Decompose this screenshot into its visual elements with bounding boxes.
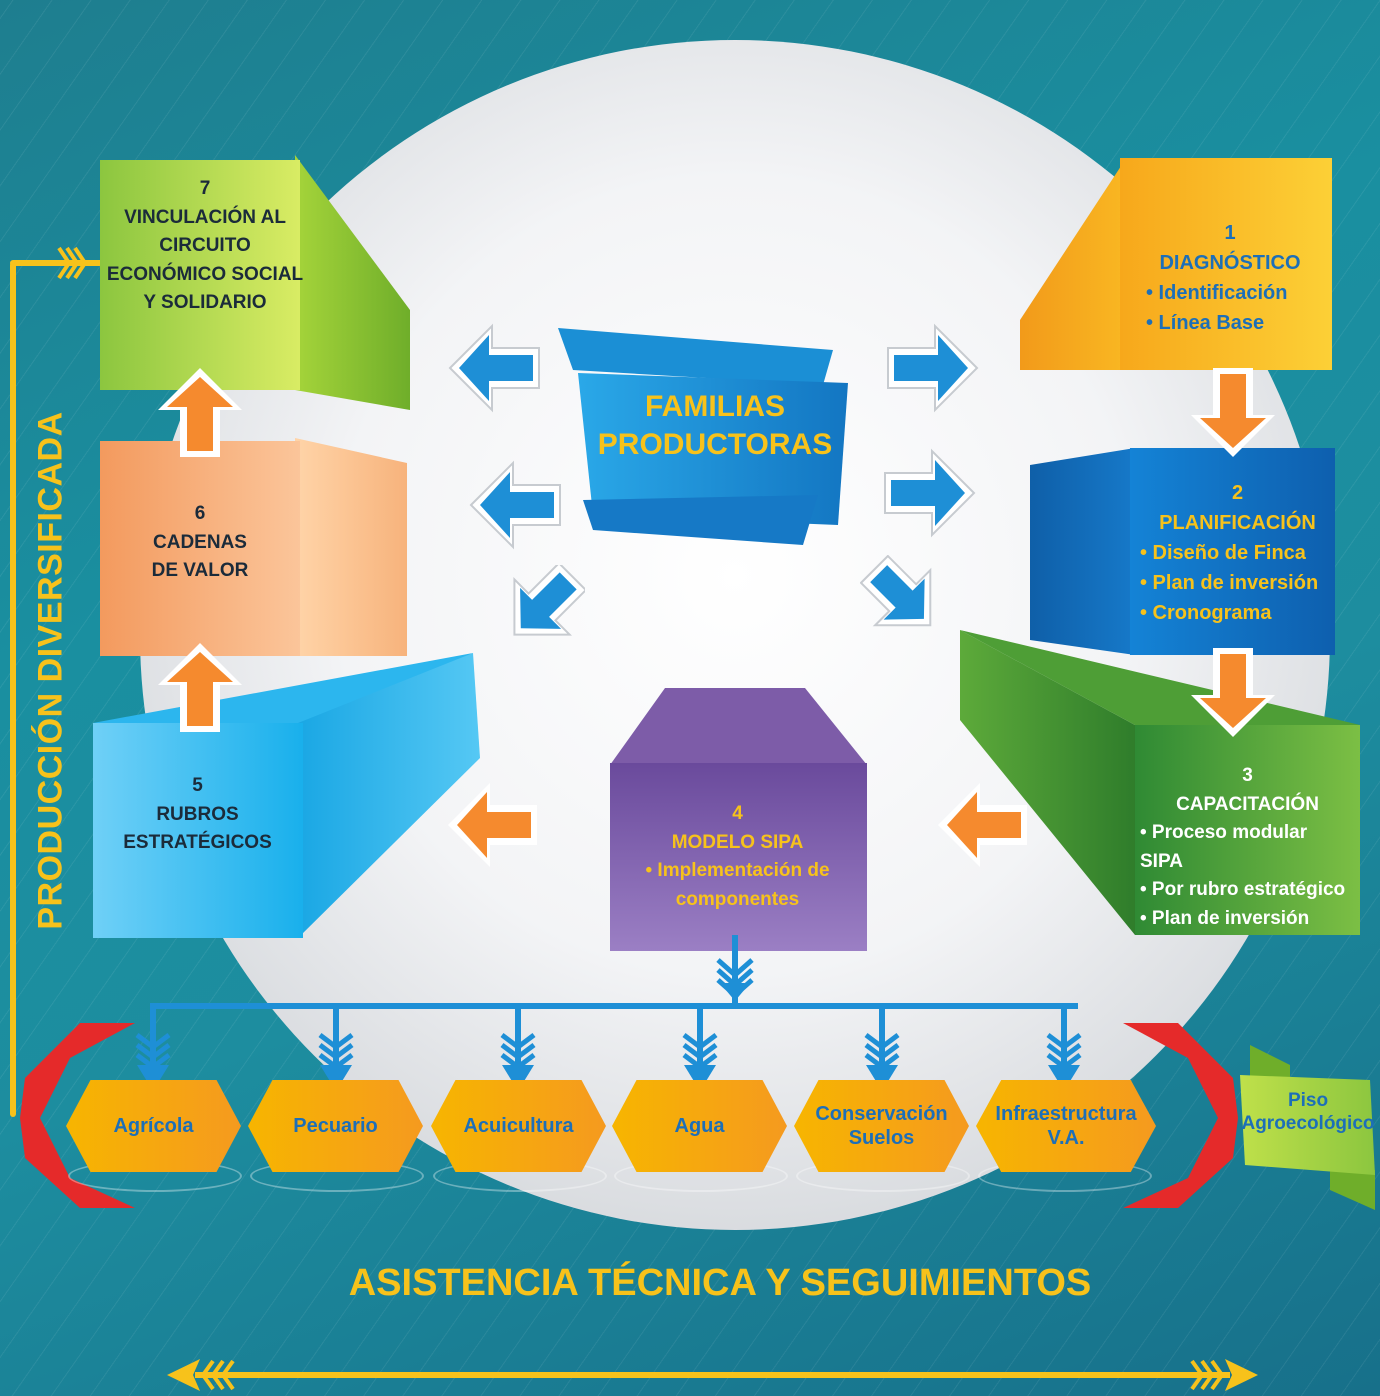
step5-number: 5: [192, 775, 203, 796]
component-label: Acuicultura: [463, 1115, 574, 1137]
step5-line: ESTRATÉGICOS: [123, 832, 272, 853]
component-conservacion-suelos: Conservación Suelos: [794, 1080, 969, 1172]
step2-text: 2 PLANIFICACIÓN • Diseño de Finca • Plan…: [1140, 478, 1335, 628]
step1-item: • Identificación: [1146, 282, 1288, 304]
component-label: Infraestructura V.A.: [995, 1103, 1137, 1149]
step2-item: • Plan de inversión: [1140, 572, 1319, 594]
step7-number: 7: [199, 178, 211, 199]
component-label: Conservación Suelos: [815, 1103, 948, 1149]
component-pecuario: Pecuario: [248, 1080, 423, 1172]
step1-title: DIAGNÓSTICO: [1159, 252, 1301, 274]
arrow-right-to-2-icon: [884, 448, 976, 538]
step2-title: PLANIFICACIÓN: [1159, 512, 1316, 534]
branch-arrow-icon: [500, 1003, 536, 1091]
component-agricola: Agrícola: [66, 1080, 241, 1172]
step1-box: [1020, 158, 1332, 370]
step3-number: 3: [1242, 765, 1253, 786]
side-label-text: PRODUCCIÓN DIVERSIFICADA: [31, 410, 70, 930]
center-title-line2: PRODUCTORAS: [597, 427, 833, 461]
step4-title: MODELO SIPA: [671, 831, 804, 853]
step3-item: • Proceso modular SIPA: [1140, 822, 1308, 872]
bottom-double-arrow-icon: [167, 1359, 1258, 1391]
branch-arrow-icon: [682, 1003, 718, 1091]
step1-item: • Línea Base: [1146, 312, 1265, 334]
step3-item: • Plan de inversión: [1140, 907, 1310, 929]
step1-number: 1: [1224, 222, 1236, 244]
branch-arrow-icon: [864, 1003, 900, 1091]
arrow-left-4-to-5-icon: [448, 783, 537, 867]
step3-box: [960, 630, 1360, 935]
step6-number: 6: [194, 503, 206, 524]
branch-arrow-icon: [318, 1003, 354, 1091]
step7-box: [100, 155, 410, 410]
step7-line: VINCULACIÓN AL: [124, 206, 286, 228]
floor-ribbon-line2: Agroecológico: [1241, 1112, 1375, 1134]
floor-ribbon-text: Piso Agroecológico: [1238, 1090, 1378, 1136]
step5-box: [93, 653, 480, 938]
center-title: FAMILIAS PRODUCTORAS: [590, 388, 840, 463]
floor-ribbon-line1: Piso: [1287, 1090, 1329, 1111]
step4-item: • Implementación de: [645, 860, 830, 881]
arrow-down-2-to-3-icon: [1191, 648, 1275, 737]
step5-text: 5 RUBROS ESTRATÉGICOS: [95, 772, 300, 858]
step2-item: • Diseño de Finca: [1140, 542, 1306, 564]
arrow-left-to-7-icon: [448, 323, 540, 413]
step2-item: • Cronograma: [1140, 602, 1272, 624]
side-label: PRODUCCIÓN DIVERSIFICADA: [28, 411, 74, 929]
step2-box: [1030, 448, 1335, 655]
left-connector-top: [10, 260, 110, 266]
floor-ribbon: [1240, 1045, 1375, 1210]
component-agua: Agua: [612, 1080, 787, 1172]
arrow-down-left-to-5-icon: [513, 565, 585, 636]
step6-text: 6 CADENAS DE VALOR: [100, 500, 300, 586]
left-red-bracket: [20, 1023, 135, 1208]
component-label: Pecuario: [293, 1115, 378, 1137]
right-red-bracket: [1123, 1023, 1238, 1208]
component-acuicultura: Acuicultura: [431, 1080, 606, 1172]
step2-number: 2: [1231, 482, 1244, 504]
step7-line: CIRCUITO: [159, 235, 251, 256]
arrow-up-6-to-7-icon: [158, 368, 242, 457]
step3-title: CAPACITACIÓN: [1176, 793, 1319, 815]
bottom-label: ASISTENCIA TÉCNICA Y SEGUIMIENTOS: [348, 1262, 1092, 1304]
step7-line: ECONÓMICO SOCIAL: [106, 263, 304, 285]
distribution-tree: [153, 935, 1078, 1009]
component-label: Agua: [674, 1115, 725, 1137]
step6-line: CADENAS: [153, 531, 247, 553]
step4-number: 4: [732, 803, 743, 824]
step5-line: RUBROS: [156, 803, 239, 825]
step4-text: 4 MODELO SIPA • Implementación de compon…: [615, 800, 860, 914]
step6-box: [100, 438, 407, 656]
left-connector-line: [10, 262, 16, 1117]
component-label: Agrícola: [113, 1115, 194, 1137]
arrow-right-to-1-icon: [887, 323, 979, 413]
step3-item: • Por rubro estratégico: [1140, 879, 1346, 900]
arrow-down-right-to-3-icon: [860, 555, 932, 627]
center-title-line1: FAMILIAS: [645, 390, 785, 423]
arrow-up-5-to-6-icon: [158, 643, 242, 732]
branch-arrow-icon: [135, 1003, 171, 1091]
arrow-left-to-6-icon: [469, 460, 561, 550]
step4-item: componentes: [675, 888, 800, 910]
step6-line: DE VALOR: [151, 560, 249, 581]
step7-text: 7 VINCULACIÓN AL CIRCUITO ECONÓMICO SOCI…: [105, 175, 305, 318]
component-infraestructura: Infraestructura V.A.: [976, 1080, 1156, 1172]
step1-text: 1 DIAGNÓSTICO • Identificación • Línea B…: [1130, 218, 1330, 338]
step4-box: [610, 688, 867, 951]
center-ribbon: [558, 328, 848, 545]
step7-line: Y SOLIDARIO: [143, 292, 267, 313]
branch-arrow-icon: [1046, 1003, 1082, 1091]
arrow-down-1-to-2-icon: [1191, 368, 1275, 457]
arrow-left-3-to-4-icon: [938, 783, 1027, 867]
step3-text: 3 CAPACITACIÓN • Proceso modular SIPA • …: [1140, 762, 1355, 933]
